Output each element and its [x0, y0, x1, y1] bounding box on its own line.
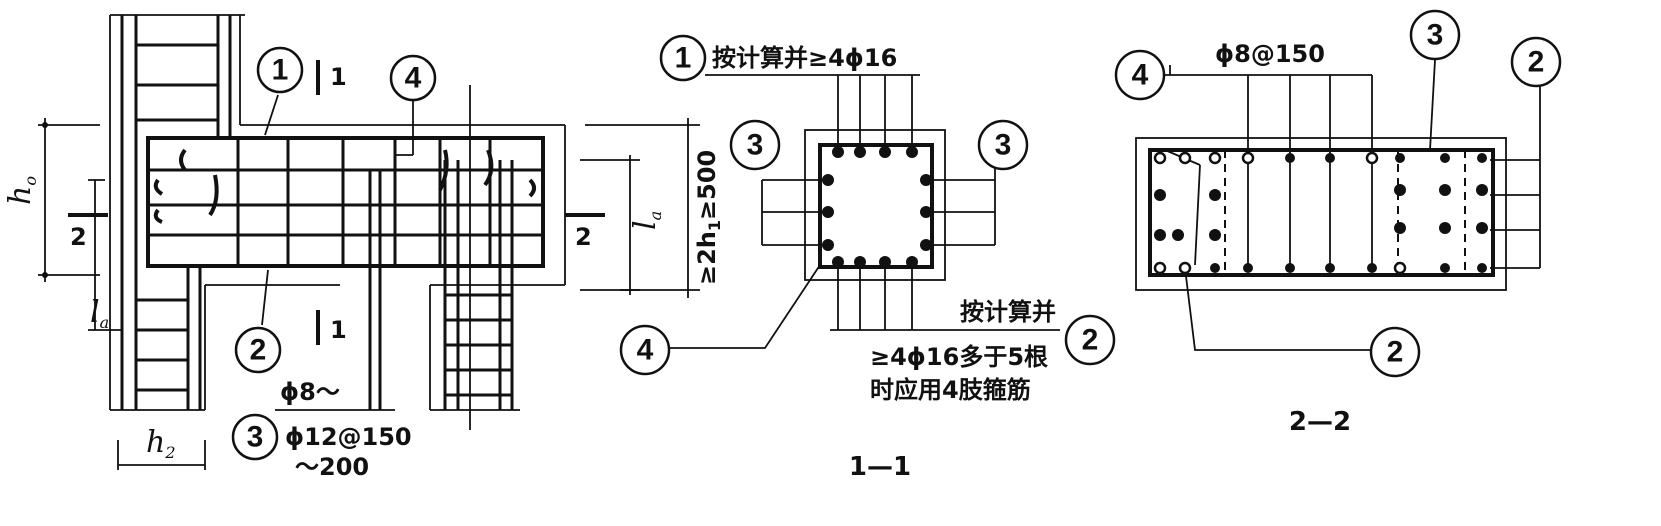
callout-number: 1 — [272, 54, 289, 87]
callout-3-section-2: 3 — [1409, 9, 1461, 61]
left-elevation — [38, 14, 700, 470]
callout-3-left: 3 — [231, 413, 279, 461]
section-mark-2-left: 2 — [70, 223, 87, 251]
caption-2-2: 2—2 — [1289, 407, 1351, 437]
section-1-1-bars — [822, 146, 932, 268]
svg-text:2: 2 — [1082, 324, 1099, 357]
caption-1-1: 1—1 — [849, 452, 911, 482]
callout-1-text: 按计算并≥4ϕ16 — [712, 44, 897, 72]
callout-2-section-2-bottom: 2 — [1369, 326, 1421, 378]
stirrup-text-3: ～200 — [295, 453, 369, 481]
dim-2h1: ≥2h1≥500 — [693, 150, 724, 285]
svg-text:ho: ho — [3, 176, 40, 205]
svg-text:4: 4 — [1132, 59, 1149, 92]
svg-text:3: 3 — [995, 129, 1012, 162]
section-mark-1-top: 1 — [330, 63, 347, 91]
callout-2-left: 2 — [234, 326, 282, 374]
svg-text:3: 3 — [1427, 19, 1444, 52]
svg-text:la: la — [628, 211, 665, 230]
stirrup-text-section-2: ϕ8@150 — [1215, 40, 1325, 68]
svg-text:2: 2 — [1387, 336, 1404, 369]
callout-number: 3 — [247, 421, 264, 454]
callout-2-section: 2 — [1064, 314, 1116, 366]
callout-2-text-2: ≥4ϕ16多于5根 — [870, 343, 1048, 371]
section-1-1 — [668, 74, 1060, 349]
stirrup-text-2: ϕ12@150 — [285, 423, 412, 451]
callout-1-left: 1 — [256, 46, 304, 94]
dim-la-right: la — [628, 211, 665, 230]
callout-4-section: 4 — [619, 324, 671, 376]
section-mark-2-right: 2 — [575, 223, 592, 251]
svg-text:1: 1 — [675, 42, 692, 75]
svg-text:≥2h1≥500: ≥2h1≥500 — [693, 150, 724, 285]
section-2-2 — [1135, 59, 1541, 351]
svg-text:4: 4 — [637, 334, 654, 367]
callout-1-section: 1 — [659, 34, 707, 82]
callout-3-section-left: 3 — [729, 119, 781, 171]
dim-h0: ho — [3, 176, 40, 205]
callout-4-left: 4 — [389, 54, 437, 102]
callout-2-section-2-top: 2 — [1510, 36, 1562, 88]
section-2-2-bars — [1153, 151, 1488, 275]
svg-text:3: 3 — [747, 129, 764, 162]
callout-3-section-right: 3 — [977, 119, 1029, 171]
callout-2-text-1: 按计算并 — [960, 298, 1056, 326]
svg-text:2: 2 — [1528, 46, 1545, 79]
section-mark-1-bottom: 1 — [330, 316, 347, 344]
callout-2-text-3: 时应用4肢箍筋 — [870, 376, 1031, 404]
callout-number: 4 — [405, 62, 422, 95]
callout-4-section-2: 4 — [1114, 49, 1166, 101]
stirrup-text-1: ϕ8～ — [280, 378, 340, 406]
dim-h2: h2 — [146, 425, 176, 462]
callout-number: 2 — [250, 334, 267, 367]
dim-la-left: la — [90, 295, 109, 332]
